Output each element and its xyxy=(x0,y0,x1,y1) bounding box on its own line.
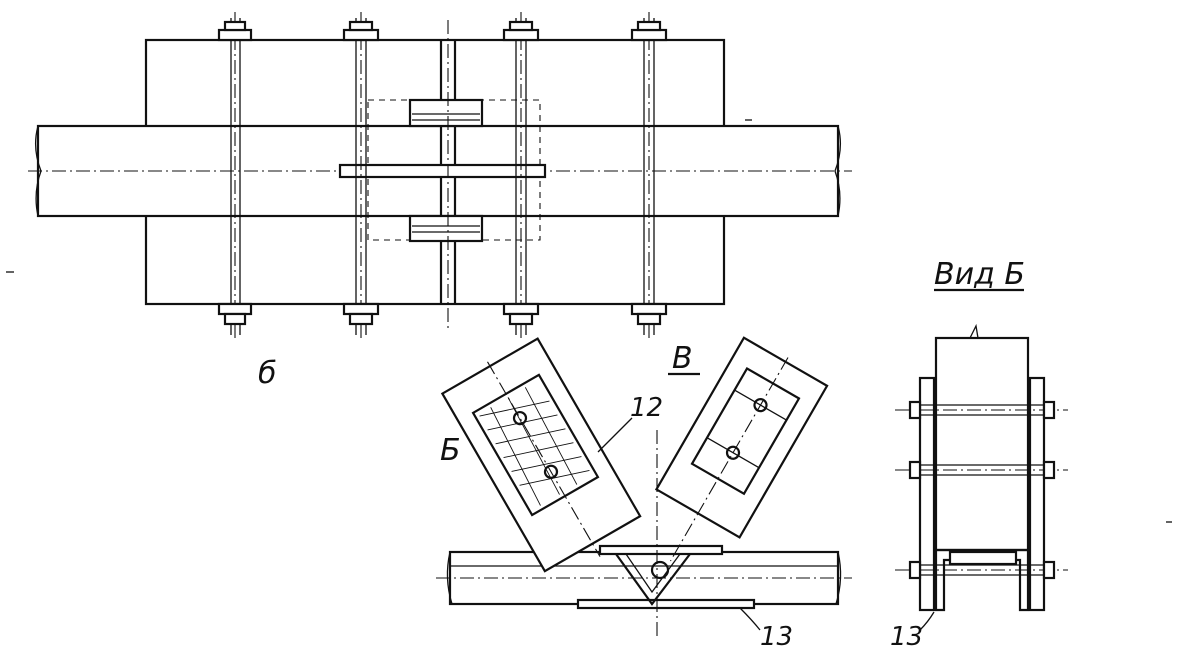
label-view-b-small: б xyxy=(258,356,277,391)
splice-plan-view xyxy=(6,12,852,340)
side-web xyxy=(934,336,1030,552)
truss-joint-view xyxy=(436,336,852,640)
side-break xyxy=(969,323,979,339)
left-diagonal xyxy=(440,337,642,573)
bottom-plate xyxy=(948,550,1018,566)
leader-13-right xyxy=(919,611,935,631)
leader-13-left xyxy=(739,607,761,631)
node-bolt xyxy=(650,560,670,580)
leader-12 xyxy=(597,417,633,453)
side-plate-left xyxy=(918,376,936,612)
callout-13-right: 13 xyxy=(890,622,923,651)
side-bolt-1 xyxy=(895,400,1068,420)
upper-splice-block xyxy=(408,98,484,128)
top-gusset xyxy=(598,544,724,556)
through-bolt-4 xyxy=(630,12,668,340)
beam-break-right xyxy=(834,125,842,217)
through-bolt-1 xyxy=(217,12,253,340)
callout-12: 12 xyxy=(630,393,663,423)
right-diagonal xyxy=(654,336,829,562)
node-bracket-inner xyxy=(625,553,681,594)
central-flat-bar xyxy=(338,163,547,179)
through-bolt-2 xyxy=(342,12,380,340)
view-title: Вид Б xyxy=(934,257,1025,292)
callout-13-left: 13 xyxy=(760,622,793,651)
side-plate-right xyxy=(1028,376,1046,612)
chord-break-left xyxy=(446,551,453,605)
label-section-b: Б xyxy=(440,433,461,468)
chord-break-right xyxy=(835,551,842,605)
lower-splice-block xyxy=(408,214,484,243)
bottom-gusset-13 xyxy=(576,598,756,610)
node-bracket xyxy=(615,553,691,606)
side-view xyxy=(895,288,1172,631)
side-bolt-2 xyxy=(895,460,1068,480)
label-view-v: В xyxy=(672,341,693,376)
through-bolt-3 xyxy=(502,12,540,340)
side-bolt-3 xyxy=(895,560,1068,580)
